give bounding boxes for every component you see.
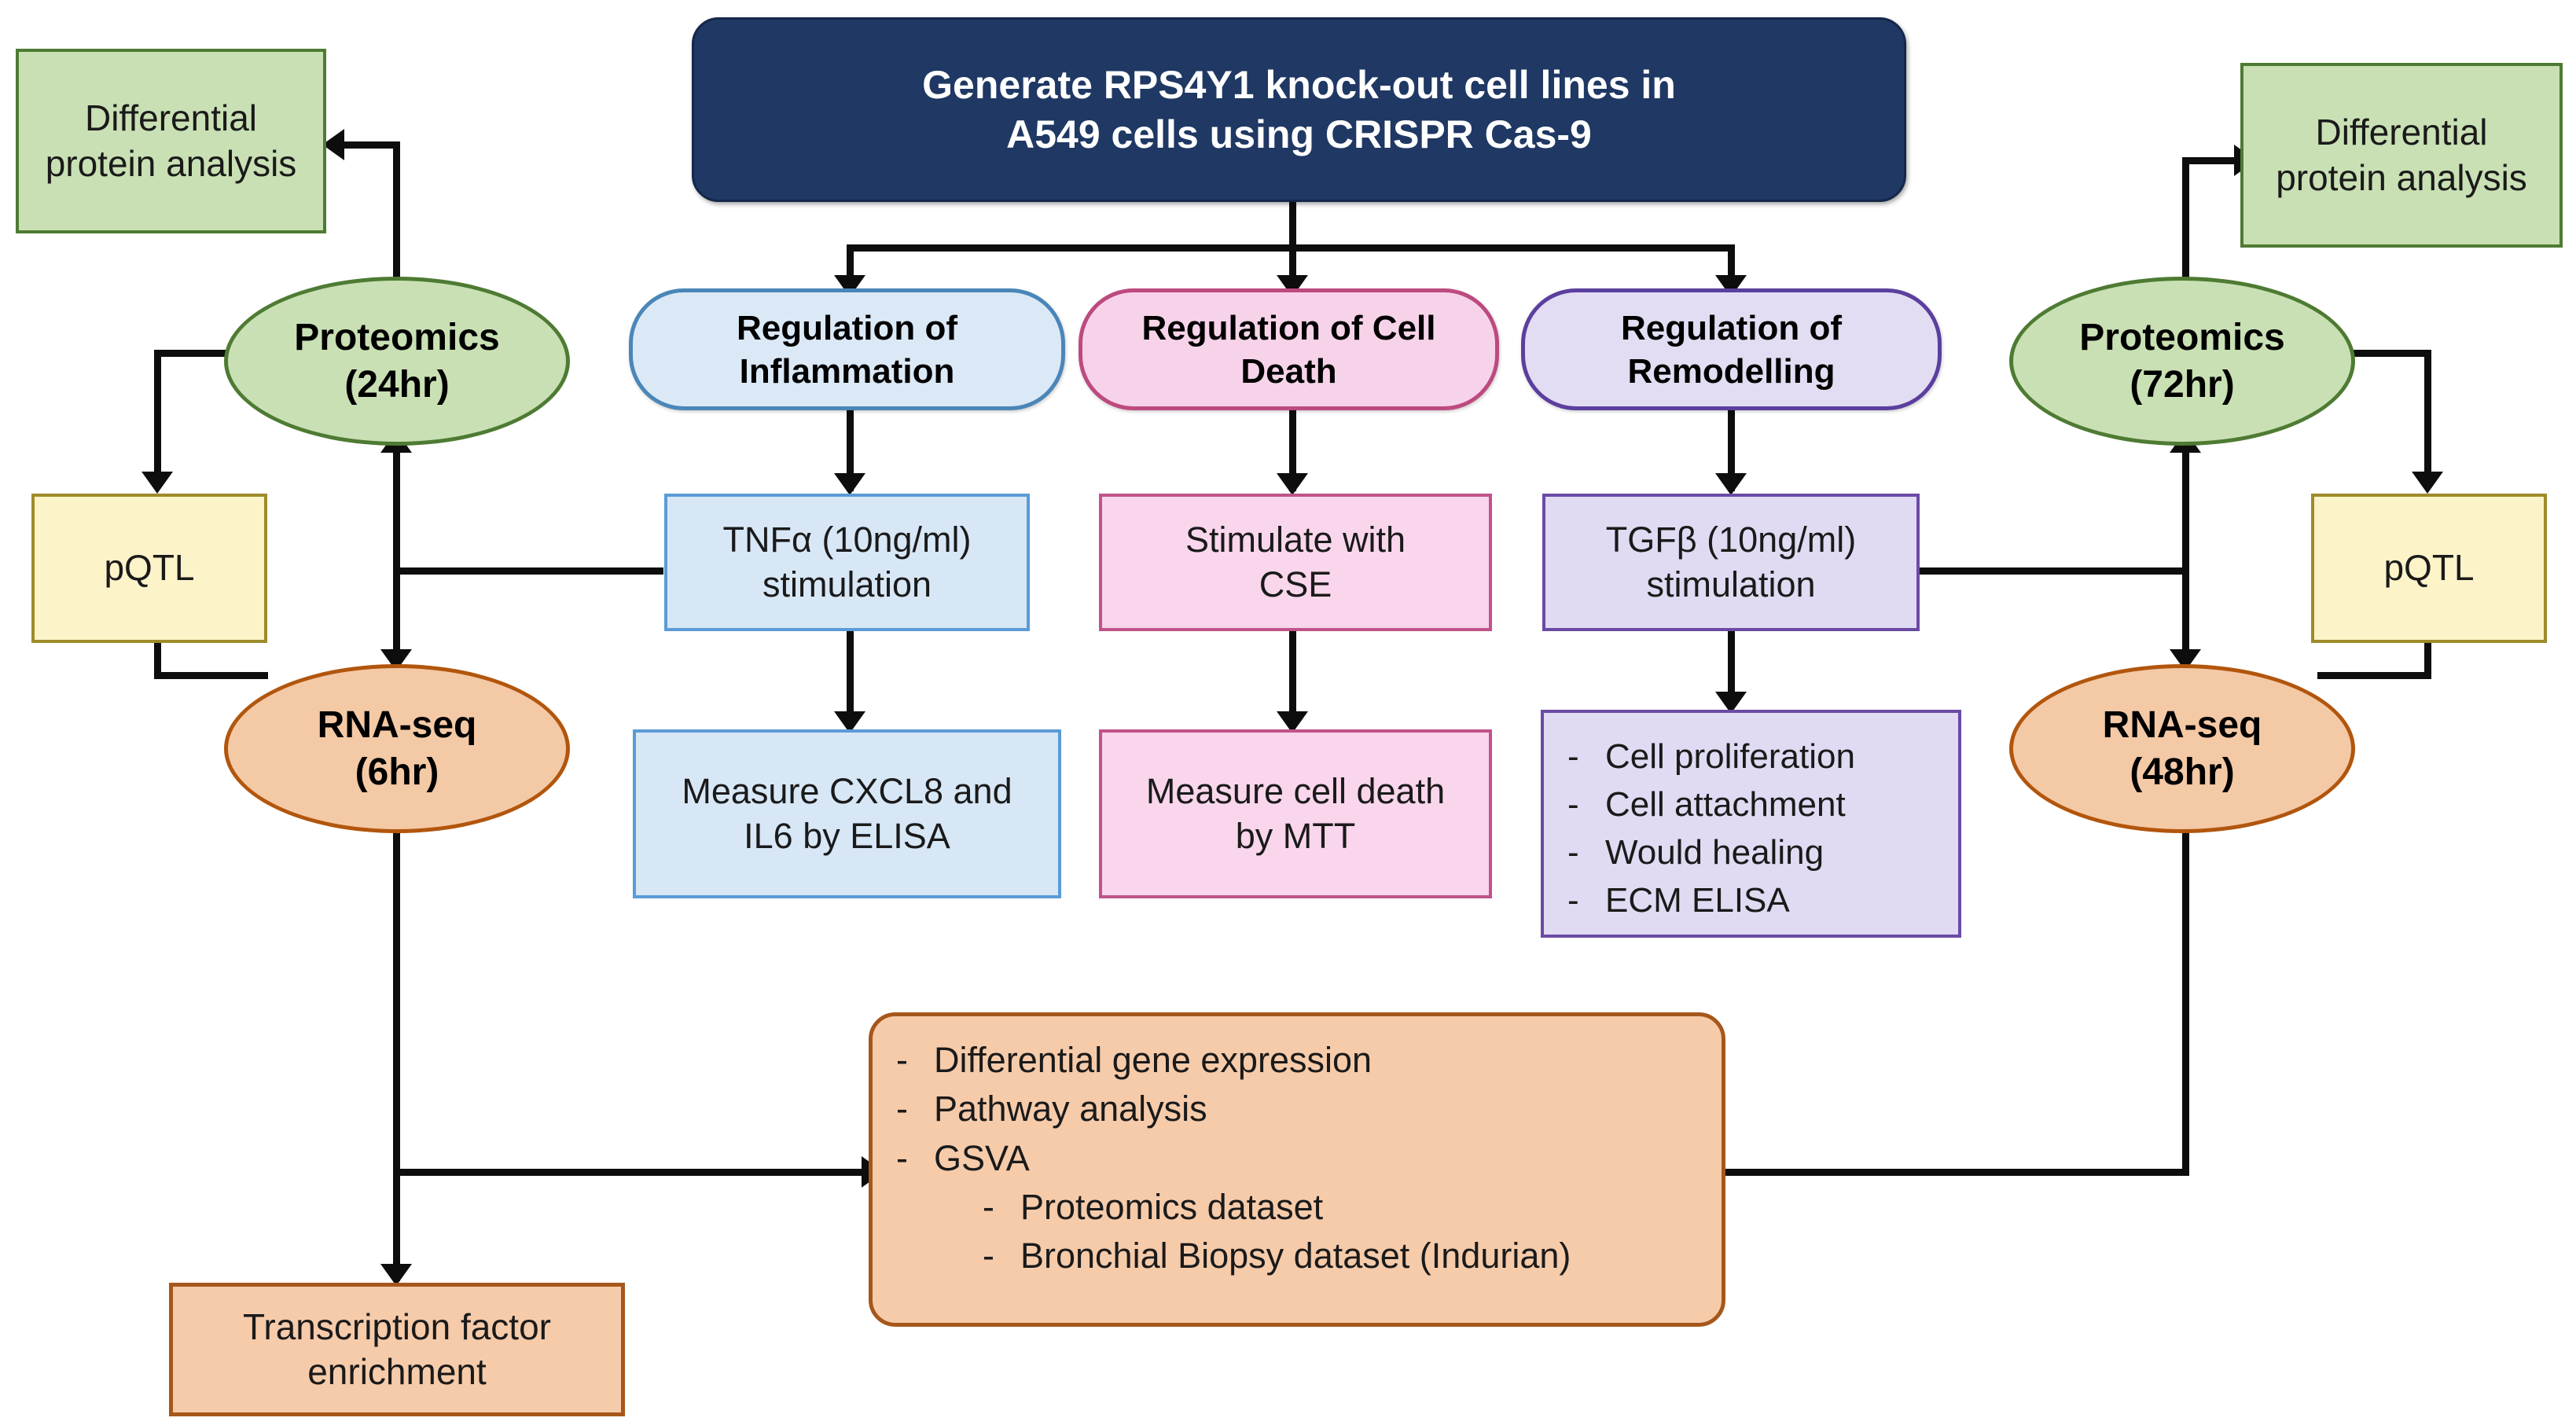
branch-readout-mtt: Measure cell death by MTT (1099, 729, 1492, 898)
analysis-list: -Differential gene expression -Pathway a… (896, 1038, 1701, 1278)
branch-header-remodelling: Regulation of Remodelling (1521, 288, 1942, 410)
list-item: -Cell proliferation (1567, 735, 1938, 778)
connector-b2-header-treat (1289, 409, 1296, 491)
connector-branch-left-drop (847, 244, 854, 280)
branch-header-cell-death-label: Regulation of Cell Death (1141, 308, 1436, 391)
connector-right-rna-pqtl-h (2317, 672, 2431, 679)
right-dpa-label: Differential protein analysis (2276, 112, 2527, 198)
arrowhead-b3-treat (1715, 473, 1747, 495)
left-proteomics-label: Proteomics (24hr) (294, 316, 500, 406)
right-differential-protein-analysis-box: Differential protein analysis (2240, 63, 2563, 248)
connector-left-rna-pqtl-h (154, 672, 268, 679)
list-item: -Pathway analysis (896, 1087, 1701, 1131)
connector-b3-header-treat (1728, 409, 1735, 491)
dash-marker: - (896, 1089, 908, 1129)
connector-left-prot-pqtl-h (154, 350, 268, 357)
right-rnaseq-label: RNA-seq (48hr) (2102, 703, 2262, 793)
arrowhead-right-pqtl-top (2412, 472, 2443, 494)
right-pqtl-label: pQTL (2383, 547, 2475, 589)
connector-left-prot-dpa-v (393, 141, 400, 303)
right-pqtl-box: pQTL (2311, 494, 2547, 643)
dash-marker: - (1567, 785, 1579, 824)
list-item-sub: -Bronchial Biopsy dataset (Indurian) (896, 1234, 1701, 1278)
branch-readout-elisa-label: Measure CXCL8 and IL6 by ELISA (682, 771, 1012, 856)
connector-left-to-analysis (396, 1169, 868, 1176)
branch-treatment-tgfb: TGFβ (10ng/ml) stimulation (1542, 494, 1920, 631)
branch-treatment-tnfa-label: TNFα (10ng/ml) stimulation (722, 520, 972, 604)
dash-marker: - (983, 1236, 994, 1276)
title-box: Generate RPS4Y1 knock-out cell lines in … (692, 17, 1906, 202)
arrowhead-left-pqtl-top (141, 472, 173, 494)
connector-b2-treat-readout (1289, 629, 1296, 727)
list-item: -Would healing (1567, 831, 1938, 874)
connector-b1-header-treat (847, 409, 854, 491)
dash-marker: - (896, 1040, 908, 1080)
branch-readout-mtt-label: Measure cell death by MTT (1145, 771, 1446, 856)
left-rnaseq-label: RNA-seq (6hr) (317, 703, 477, 793)
list-item: -ECM ELISA (1567, 879, 1938, 922)
connector-tgfb-to-right-spine (1918, 567, 2189, 575)
right-proteomics-node: Proteomics (72hr) (2009, 277, 2355, 446)
branch-treatment-tgfb-label: TGFβ (10ng/ml) stimulation (1605, 520, 1857, 604)
connector-b1-treat-readout (847, 629, 854, 727)
connector-title-trunk (1289, 200, 1296, 248)
branch-header-cell-death: Regulation of Cell Death (1079, 288, 1499, 410)
left-dpa-label: Differential protein analysis (45, 97, 297, 184)
connector-right-prot-pqtl-h (2317, 350, 2431, 357)
list-item: -GSVA (896, 1137, 1701, 1181)
connector-right-prot-dpa-h (2182, 157, 2240, 164)
connector-right-prot-rna (2182, 448, 2189, 668)
dash-marker: - (1567, 737, 1579, 776)
connector-right-rna-down (2182, 817, 2189, 1175)
connector-branch-right-drop (1728, 244, 1735, 280)
connector-branch-mid-drop (1289, 244, 1296, 280)
list-item-sub: -Proteomics dataset (896, 1185, 1701, 1229)
downstream-analysis-box: -Differential gene expression -Pathway a… (869, 1012, 1725, 1327)
transcription-factor-enrichment-box: Transcription factor enrichment (169, 1283, 625, 1416)
right-rnaseq-node: RNA-seq (48hr) (2009, 664, 2355, 833)
transcription-factor-label: Transcription factor enrichment (243, 1306, 551, 1393)
connector-left-prot-pqtl-v (154, 350, 161, 487)
dash-marker: - (1567, 833, 1579, 872)
branch-treatment-cse-label: Stimulate with CSE (1185, 520, 1406, 604)
list-item: -Cell attachment (1567, 783, 1938, 826)
connector-left-prot-rna (393, 448, 400, 668)
left-pqtl-label: pQTL (104, 547, 195, 589)
branch-header-inflammation: Regulation of Inflammation (629, 288, 1065, 410)
remodelling-readout-list: -Cell proliferation -Cell attachment -Wo… (1567, 735, 1938, 922)
connector-right-prot-dpa-v (2182, 157, 2189, 303)
branch-readout-elisa: Measure CXCL8 and IL6 by ELISA (633, 729, 1061, 898)
connector-right-to-analysis (1722, 1169, 2189, 1176)
left-proteomics-node: Proteomics (24hr) (224, 277, 570, 446)
branch-header-remodelling-label: Regulation of Remodelling (1620, 308, 1843, 391)
left-differential-protein-analysis-box: Differential protein analysis (16, 49, 326, 233)
connector-right-prot-pqtl-v (2424, 350, 2431, 487)
dash-marker: - (896, 1137, 908, 1178)
connector-left-rna-down (393, 817, 400, 1281)
branch-header-inflammation-label: Regulation of Inflammation (736, 308, 958, 391)
dash-marker: - (1567, 881, 1579, 920)
dash-marker: - (983, 1186, 994, 1227)
arrowhead-b1-treat (834, 473, 865, 495)
arrowhead-b2-treat (1277, 473, 1308, 495)
branch-readout-remodelling: -Cell proliferation -Cell attachment -Wo… (1541, 710, 1961, 938)
title-text: Generate RPS4Y1 knock-out cell lines in … (922, 63, 1676, 156)
list-item: -Differential gene expression (896, 1038, 1701, 1082)
right-proteomics-label: Proteomics (72hr) (2079, 316, 2285, 406)
branch-treatment-cse: Stimulate with CSE (1099, 494, 1492, 631)
left-pqtl-box: pQTL (31, 494, 267, 643)
left-rnaseq-node: RNA-seq (6hr) (224, 664, 570, 833)
connector-left-prot-dpa-h (342, 141, 400, 149)
connector-b3-treat-readout (1728, 629, 1735, 707)
branch-treatment-tnfa: TNFα (10ng/ml) stimulation (664, 494, 1030, 631)
arrowhead-tf-box (380, 1264, 412, 1286)
connector-tnfa-to-left-spine (396, 567, 663, 575)
